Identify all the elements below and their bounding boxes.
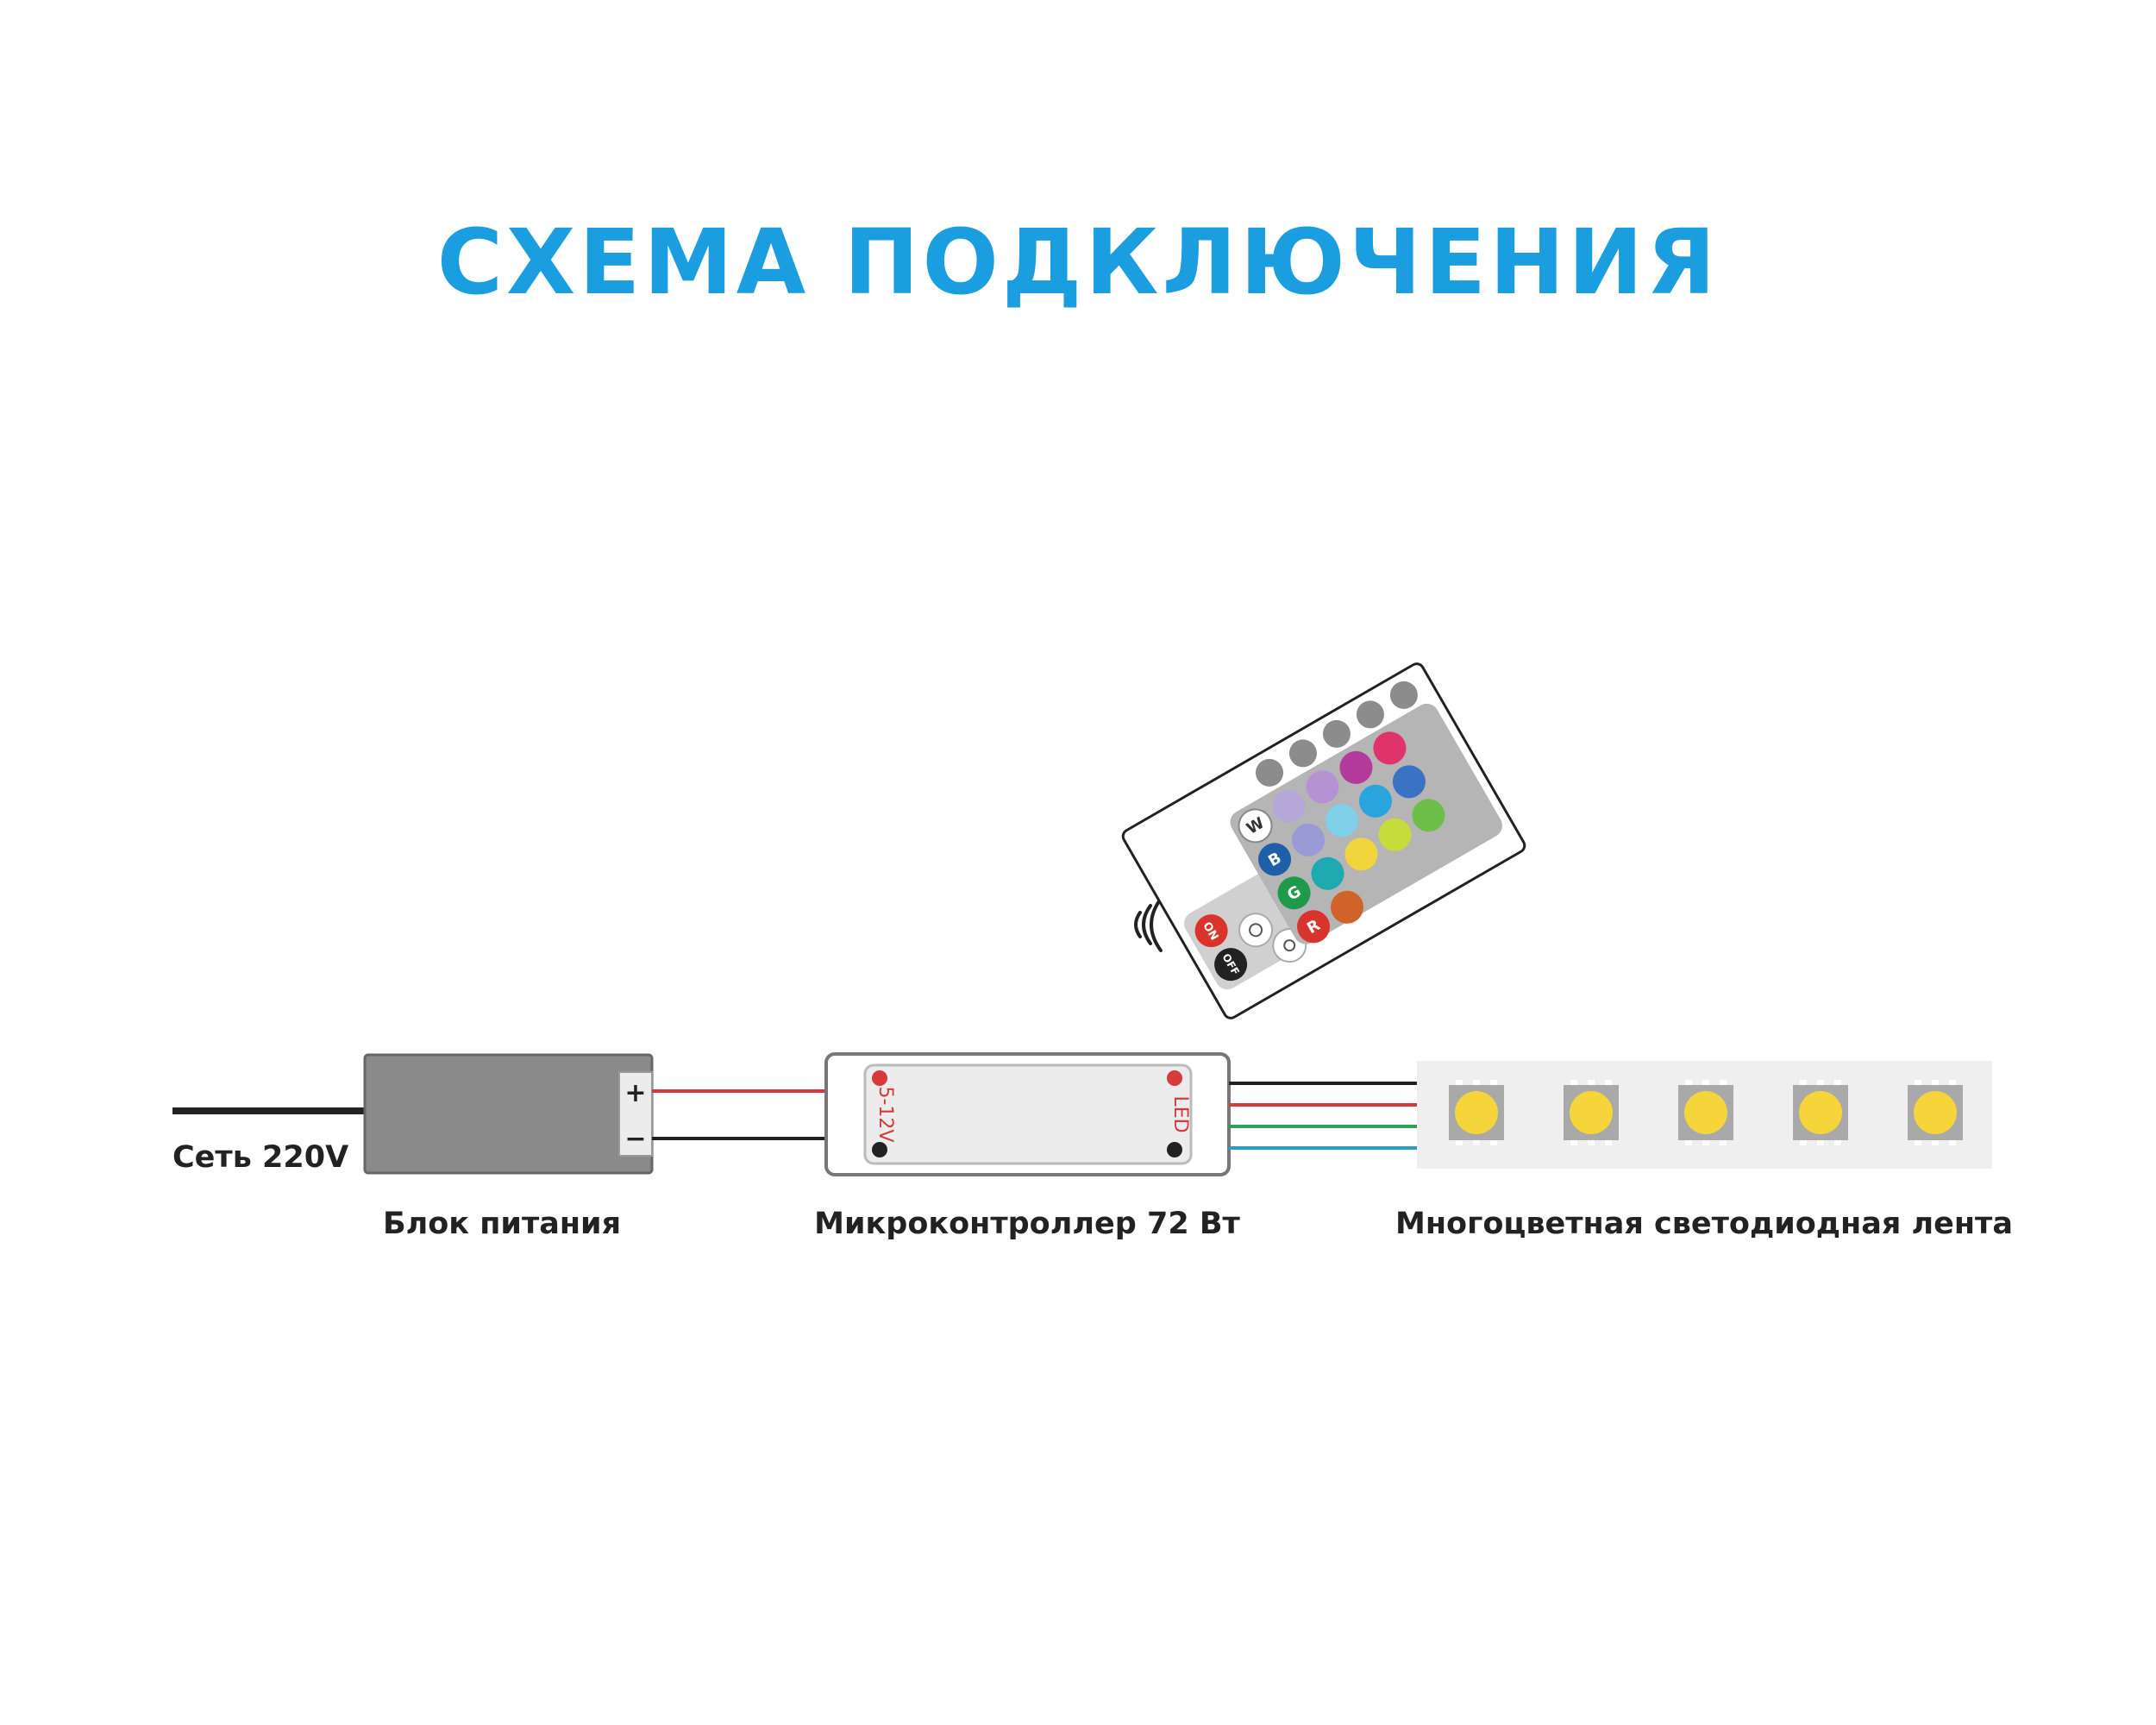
remote-mode-button[interactable]	[1284, 735, 1322, 773]
mains-label: Сеть 220V	[172, 1140, 348, 1175]
page-title: СХЕМА ПОДКЛЮЧЕНИЯ	[437, 210, 1720, 315]
led-chip	[1793, 1080, 1848, 1145]
remote-mode-button[interactable]	[1351, 696, 1389, 734]
output-plus-icon	[1167, 1070, 1182, 1086]
controller-panel	[863, 1063, 1193, 1165]
remote-color-button[interactable]	[1306, 851, 1351, 896]
remote-color-button[interactable]	[1319, 798, 1364, 843]
remote-mode-button[interactable]	[1318, 715, 1356, 753]
controller-label: Микроконтроллер 72 Вт	[814, 1207, 1240, 1241]
remote-color-button[interactable]	[1286, 818, 1331, 862]
psu-label: Блок питания	[383, 1207, 621, 1241]
led-chip	[1564, 1080, 1619, 1145]
psu-minus-terminal: −	[624, 1124, 646, 1154]
led-chips	[1449, 1080, 1963, 1145]
remote-color-button[interactable]	[1367, 725, 1412, 770]
psu-terminal-block	[618, 1071, 653, 1157]
controller-output-label: LED	[1169, 1095, 1191, 1132]
remote-mode-button[interactable]	[1385, 676, 1423, 714]
led-light	[1914, 1091, 1957, 1134]
remote-blue-button[interactable]: B	[1252, 837, 1297, 881]
remote-color-button[interactable]	[1325, 885, 1369, 930]
led-chip	[1449, 1080, 1504, 1145]
led-chip	[1908, 1080, 1963, 1145]
brightness-down-icon	[1283, 939, 1296, 952]
remote-color-button[interactable]	[1406, 793, 1451, 837]
remote-brightness-up-button[interactable]	[1233, 907, 1278, 952]
input-minus-icon	[872, 1142, 887, 1157]
remote-green-button[interactable]: G	[1272, 870, 1317, 915]
remote-color-button[interactable]	[1372, 812, 1417, 857]
controller-input-label: 5-12V	[874, 1087, 896, 1143]
strip-label: Многоцветная светодиодная лента	[1395, 1207, 2013, 1241]
remote-mode-button[interactable]	[1250, 754, 1288, 792]
psu-body	[363, 1053, 654, 1175]
remote-white-button[interactable]: W	[1233, 803, 1278, 848]
output-minus-icon	[1167, 1142, 1182, 1157]
led-chip	[1678, 1080, 1733, 1145]
remote-on-button[interactable]: ON	[1189, 908, 1234, 953]
led-light	[1684, 1091, 1727, 1134]
remote-color-button[interactable]	[1387, 759, 1432, 804]
remote-control: ON OFF W B	[1121, 662, 1526, 1019]
power-supply: + −	[363, 1053, 654, 1175]
led-light	[1799, 1091, 1842, 1134]
remote-color-button[interactable]	[1267, 784, 1312, 829]
brightness-up-icon	[1249, 923, 1263, 938]
input-plus-icon	[872, 1070, 887, 1086]
psu-plus-terminal: +	[624, 1078, 646, 1108]
remote-color-button[interactable]	[1339, 831, 1384, 876]
led-light	[1455, 1091, 1498, 1134]
remote-color-button[interactable]	[1300, 764, 1345, 809]
microcontroller: 5-12V LED	[824, 1052, 1231, 1176]
ir-signal-icon	[1134, 897, 1163, 952]
remote-color-button[interactable]	[1333, 745, 1378, 790]
led-light	[1570, 1091, 1613, 1134]
remote-off-button[interactable]: OFF	[1208, 942, 1253, 987]
remote-red-button[interactable]: R	[1291, 904, 1336, 949]
remote-color-button[interactable]	[1353, 779, 1398, 824]
led-strip	[1417, 1061, 1992, 1169]
